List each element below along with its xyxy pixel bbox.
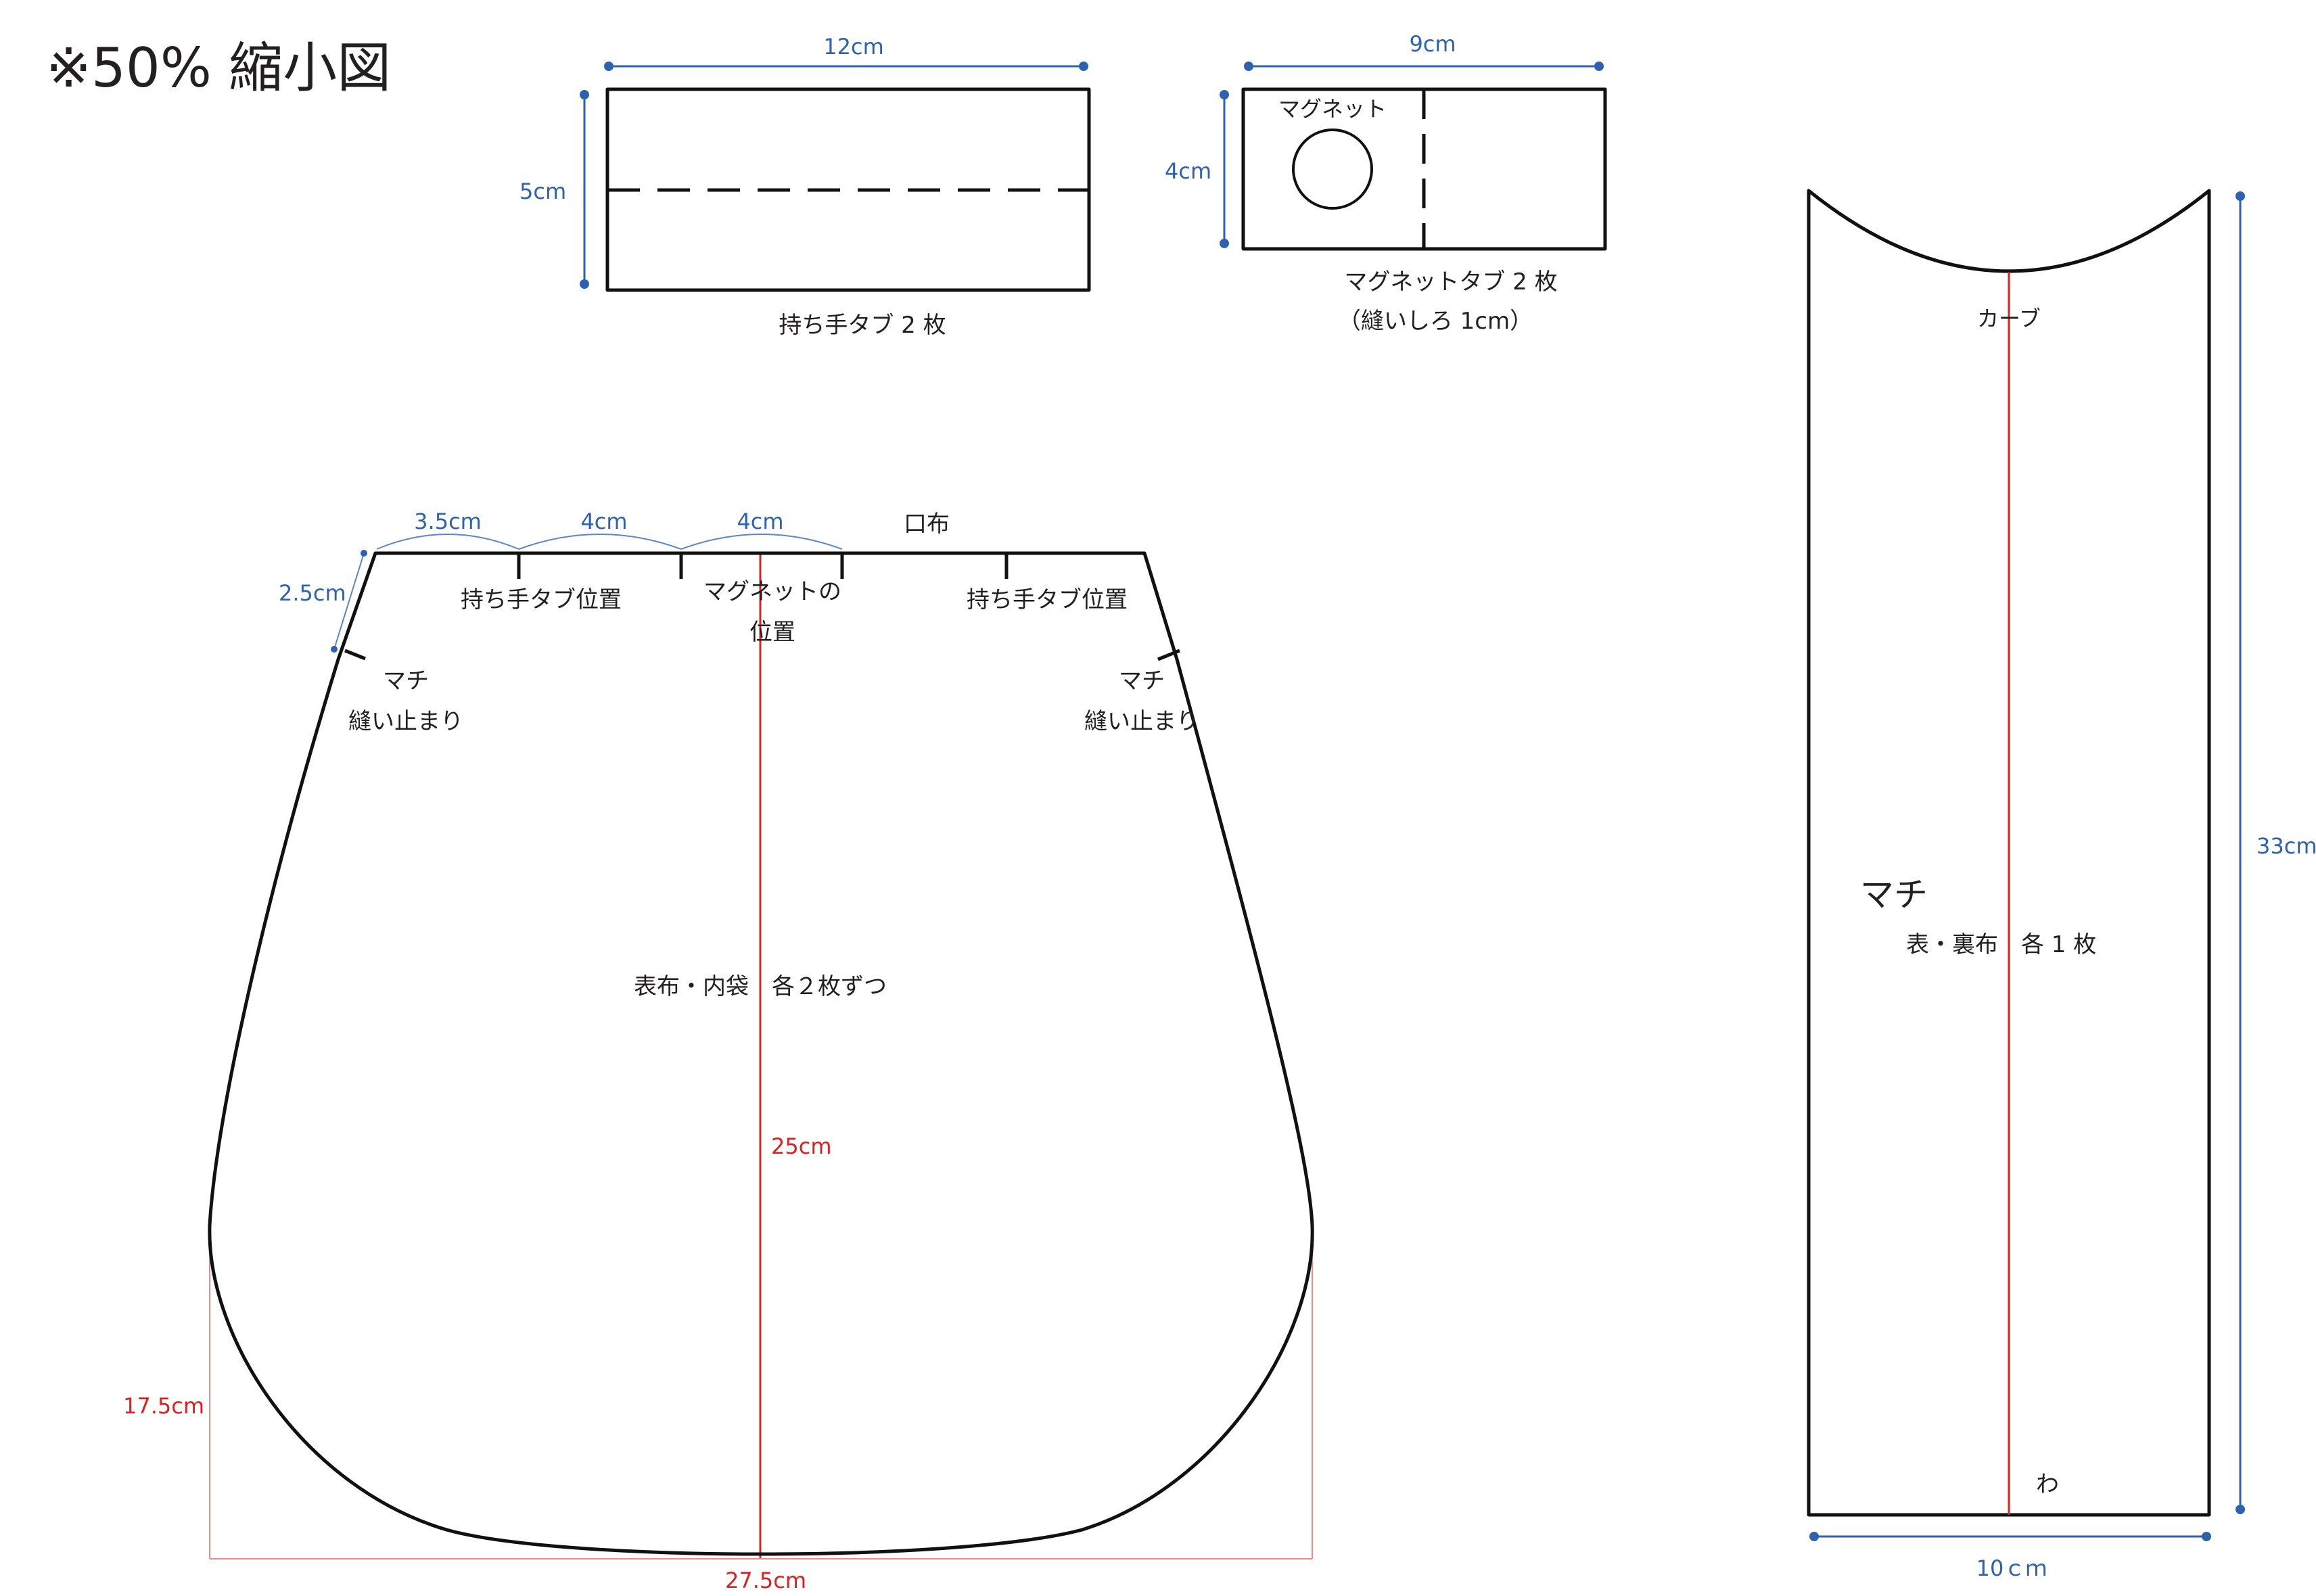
magnet-position-label-2: 位置 bbox=[749, 619, 795, 646]
gusset-stop-label-right-1: マチ bbox=[1119, 667, 1165, 695]
page-title: ※50% 縮小図 bbox=[46, 37, 391, 99]
gusset-stop-label-left-1: マチ bbox=[383, 667, 429, 695]
magnet-tab: マグネット 9cm 4cm マグネットタブ 2 枚 （縫いしろ 1cm） bbox=[1165, 31, 1607, 335]
handle-tab-height-label: 5cm bbox=[519, 179, 566, 204]
magnet-tab-width-label: 9cm bbox=[1409, 31, 1456, 57]
top-facing-label: 口布 bbox=[904, 511, 950, 538]
dimension-endpoint bbox=[604, 62, 613, 71]
dimension-endpoint bbox=[2236, 1505, 2245, 1514]
spacing-arc bbox=[518, 534, 682, 550]
side-offset-label: 2.5cm bbox=[279, 580, 346, 606]
dimension-endpoint bbox=[1809, 1532, 1819, 1541]
body-panel: 3.5cm 4cm 4cm 2.5cm 口布 持ち手タブ位置 持ち手タブ位置 マ… bbox=[123, 509, 1314, 1593]
gusset-stop-label-left-2: 縫い止まり bbox=[348, 708, 463, 735]
gusset-stop-mark-left bbox=[344, 649, 366, 661]
gusset-name: マチ bbox=[1860, 875, 1928, 914]
dimension-endpoint bbox=[2202, 1532, 2211, 1541]
magnet-tab-note: （縫いしろ 1cm） bbox=[1338, 308, 1533, 335]
magnet-circle bbox=[1292, 128, 1373, 210]
magnet-tab-height-label: 4cm bbox=[1165, 158, 1211, 184]
gusset-pieces: 表・裏布 各 1 枚 bbox=[1906, 931, 2096, 958]
body-height-label: 25cm bbox=[771, 1133, 831, 1159]
handle-tab-width-label: 12cm bbox=[823, 34, 883, 60]
spacing-label-1: 3.5cm bbox=[414, 509, 482, 534]
dimension-endpoint bbox=[331, 646, 338, 653]
magnet-position-label-1: マグネットの bbox=[703, 578, 841, 605]
side-offset-dimension bbox=[333, 553, 365, 650]
spacing-label-2: 4cm bbox=[580, 509, 627, 534]
gusset-stop-mark-right bbox=[1157, 649, 1180, 661]
gusset-width-label: 10ｃｍ bbox=[1976, 1555, 2047, 1581]
handle-tab-caption: 持ち手タブ 2 枚 bbox=[779, 312, 946, 339]
magnet-tab-caption: マグネットタブ 2 枚 bbox=[1344, 268, 1557, 296]
dimension-endpoint bbox=[1220, 90, 1229, 99]
body-pieces-label: 表布・内袋 各２枚ずつ bbox=[634, 973, 887, 1000]
body-curve-height-label: 17.5cm bbox=[123, 1393, 204, 1419]
dimension-endpoint bbox=[1594, 62, 1604, 71]
gusset-stop-label-right-2: 縫い止まり bbox=[1084, 708, 1199, 735]
spacing-arc bbox=[376, 534, 519, 550]
magnet-label: マグネット bbox=[1278, 96, 1387, 122]
handle-tab-position-label-right: 持ち手タブ位置 bbox=[967, 586, 1128, 613]
handle-tab: 12cm 5cm 持ち手タブ 2 枚 bbox=[519, 34, 1091, 339]
handle-tab-position-label-left: 持ち手タブ位置 bbox=[461, 586, 622, 613]
dimension-endpoint bbox=[361, 550, 367, 557]
spacing-label-3: 4cm bbox=[737, 509, 783, 534]
gusset: カーブ マチ 表・裏布 各 1 枚 わ 33cm 10ｃｍ bbox=[1807, 189, 2316, 1581]
body-width-label: 27.5cm bbox=[725, 1568, 806, 1593]
gusset-height-label: 33cm bbox=[2256, 833, 2316, 859]
gusset-curve-label: カーブ bbox=[1977, 306, 2041, 331]
dimension-endpoint bbox=[580, 279, 589, 289]
dimension-endpoint bbox=[1220, 239, 1229, 248]
dimension-endpoint bbox=[1079, 62, 1088, 71]
dimension-endpoint bbox=[580, 90, 589, 99]
spacing-arc bbox=[680, 534, 843, 550]
body-panel-outline bbox=[208, 551, 1314, 1556]
gusset-outline bbox=[1807, 189, 2211, 1517]
dimension-endpoint bbox=[2236, 191, 2245, 201]
gusset-fold-label: わ bbox=[2036, 1471, 2059, 1498]
dimension-endpoint bbox=[1244, 62, 1253, 71]
